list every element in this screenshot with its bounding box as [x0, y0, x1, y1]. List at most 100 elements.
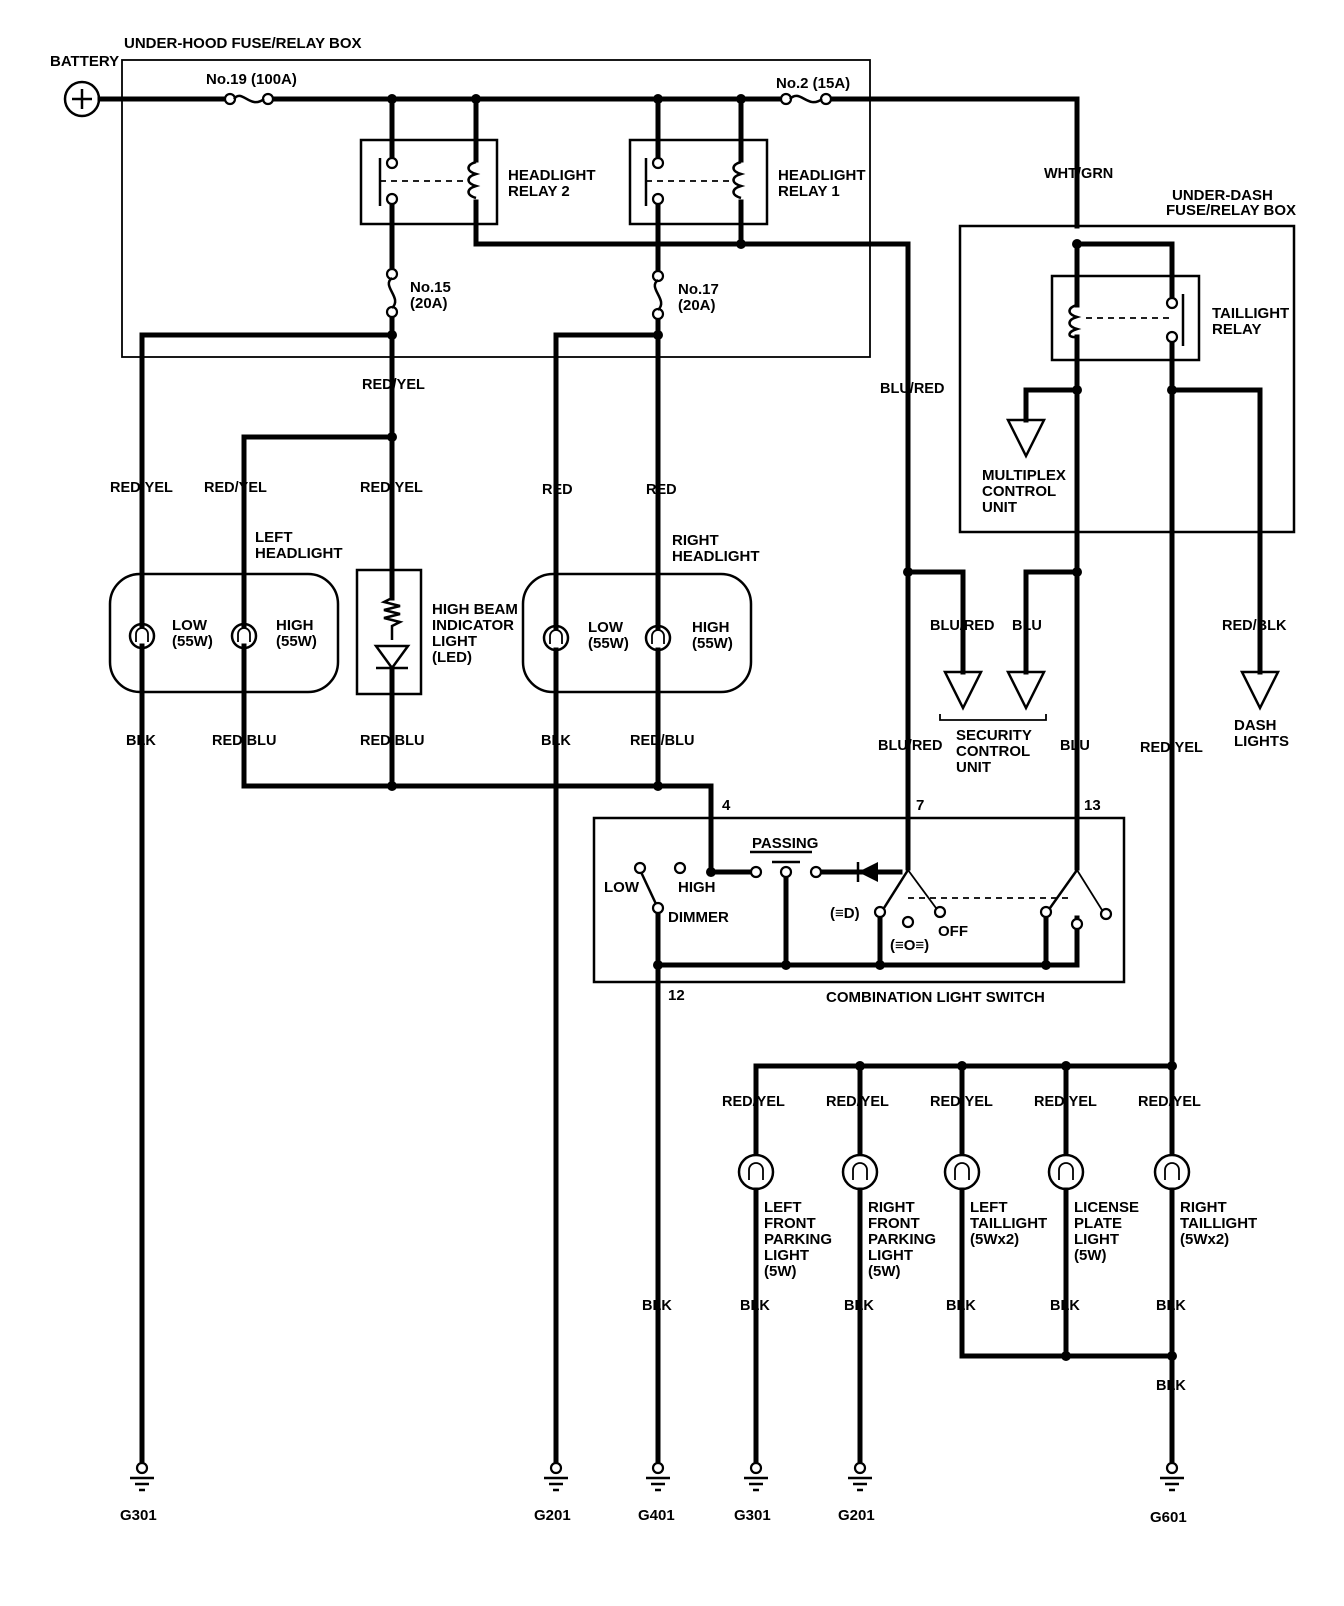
- wire-red-yel-1: RED/YEL: [362, 377, 425, 393]
- pin-7-label: 7: [916, 797, 924, 814]
- wire-red-yel-3: RED/YEL: [204, 480, 267, 496]
- high-switch-label: HIGH: [678, 879, 716, 896]
- wire-blk-5: BLK: [844, 1298, 874, 1314]
- wire-blu-1: BLU: [1012, 618, 1042, 634]
- pin-4-label: 4: [722, 797, 731, 814]
- taillight-relay: [1068, 294, 1185, 346]
- dimmer-switch: [633, 850, 878, 915]
- ground-label-g601: G601: [1150, 1509, 1187, 1526]
- wire-blk-9: BLK: [1156, 1378, 1186, 1394]
- fuse-15-label: No.15(20A): [410, 279, 451, 312]
- fuse-15: [385, 267, 399, 319]
- under-dash-fuse-relay-box: [958, 224, 1296, 534]
- headlight-switch: [873, 869, 1113, 931]
- battery-label: BATTERY: [50, 53, 119, 70]
- wire-red-yel-6: RED/YEL: [722, 1094, 785, 1110]
- fuse-2-label: No.2 (15A): [776, 75, 850, 92]
- fuse-17-label: No.17(20A): [678, 281, 719, 314]
- wire-blk-4: BLK: [740, 1298, 770, 1314]
- ground-g201-left: [544, 1461, 568, 1492]
- ground-g401: [646, 1461, 670, 1492]
- right-high-label: HIGH(55W): [692, 619, 733, 652]
- fuse-17: [651, 269, 665, 321]
- wire-red-yel-7: RED/YEL: [826, 1094, 889, 1110]
- ground-g201-right: [848, 1461, 872, 1492]
- wire-red-yel-5: RED/YEL: [1140, 740, 1203, 756]
- headlight-relay-2-box: [359, 138, 499, 226]
- wire-red-yel-9: RED/YEL: [1034, 1094, 1097, 1110]
- right-front-parking-bulb: [841, 1153, 879, 1191]
- wire-blu-red-3: BLU/RED: [878, 738, 942, 754]
- left-high-label: HIGH(55W): [276, 617, 317, 650]
- fuse-19: [223, 92, 275, 106]
- dimmer-label: DIMMER: [668, 909, 729, 926]
- pin-13-label: 13: [1084, 797, 1101, 814]
- multiplex-triangle: [1005, 418, 1047, 459]
- wire-blk-2: BLK: [541, 733, 571, 749]
- taillight-relay-box: [1050, 274, 1201, 362]
- ground-g601: [1160, 1461, 1184, 1492]
- component-labels: UNDER-HOOD FUSE/RELAY BOX BATTERY No.19 …: [50, 35, 1296, 1280]
- left-headlight-housing: [108, 572, 340, 694]
- wire-red-yel-4: RED/YEL: [360, 480, 423, 496]
- right-headlight-housing: [521, 572, 753, 694]
- high-beam-indicator-box: [355, 568, 423, 696]
- wire-wht-grn: WHT/GRN: [1044, 166, 1113, 182]
- wire-red-yel-2: RED/YEL: [110, 480, 173, 496]
- battery-symbol: [63, 80, 101, 118]
- wire-blk-6: BLK: [946, 1298, 976, 1314]
- junction-dots: [387, 94, 1177, 1361]
- wire-red-blu-3: RED/BLU: [630, 733, 694, 749]
- ground-label-g201-left: G201: [534, 1507, 571, 1524]
- ground-g301-right: [744, 1461, 768, 1492]
- fuse-2: [779, 92, 833, 106]
- left-taillight-bulb: [943, 1153, 981, 1191]
- wire-blk-8: BLK: [1156, 1298, 1186, 1314]
- passing-label: PASSING: [752, 835, 818, 852]
- off-label: OFF: [938, 923, 968, 940]
- ground-label-g301-right: G301: [734, 1507, 771, 1524]
- license-plate-bulb: [1047, 1153, 1085, 1191]
- wire-blu-2: BLU: [1060, 738, 1090, 754]
- wire-blk-7: BLK: [1050, 1298, 1080, 1314]
- wire-color-labels: WHT/GRN RED/YEL BLU/RED RED/YEL RED/YEL …: [110, 166, 1287, 1394]
- wire-blk-1: BLK: [126, 733, 156, 749]
- wire-blk-3: BLK: [642, 1298, 672, 1314]
- left-high-bulb: [230, 622, 258, 650]
- ground-g301-left: [130, 1461, 154, 1492]
- security-bracket: [939, 714, 1047, 721]
- ground-label-g301-left: G301: [120, 1507, 157, 1524]
- ground-label-g401: G401: [638, 1507, 675, 1524]
- left-low-label: LOW(55W): [172, 617, 213, 650]
- pin-12-label: 12: [668, 987, 685, 1004]
- wire-red-1: RED: [542, 482, 573, 498]
- headlight-relay-2: [378, 156, 481, 206]
- ground-symbols: [130, 1461, 1184, 1492]
- under-hood-fuse-relay-box: [121, 59, 871, 358]
- wire-red-yel-8: RED/YEL: [930, 1094, 993, 1110]
- headlight-relay-1: [644, 156, 746, 206]
- low-switch-label: LOW: [604, 879, 640, 896]
- wire-red-blu-2: RED/BLU: [360, 733, 424, 749]
- wire-red-2: RED: [646, 482, 677, 498]
- left-low-bulb: [128, 622, 156, 650]
- combination-switch-label: COMBINATION LIGHT SWITCH: [826, 989, 1045, 1006]
- right-low-bulb: [542, 624, 570, 652]
- right-taillight-bulb: [1153, 1153, 1191, 1191]
- right-low-label: LOW(55W): [588, 619, 629, 652]
